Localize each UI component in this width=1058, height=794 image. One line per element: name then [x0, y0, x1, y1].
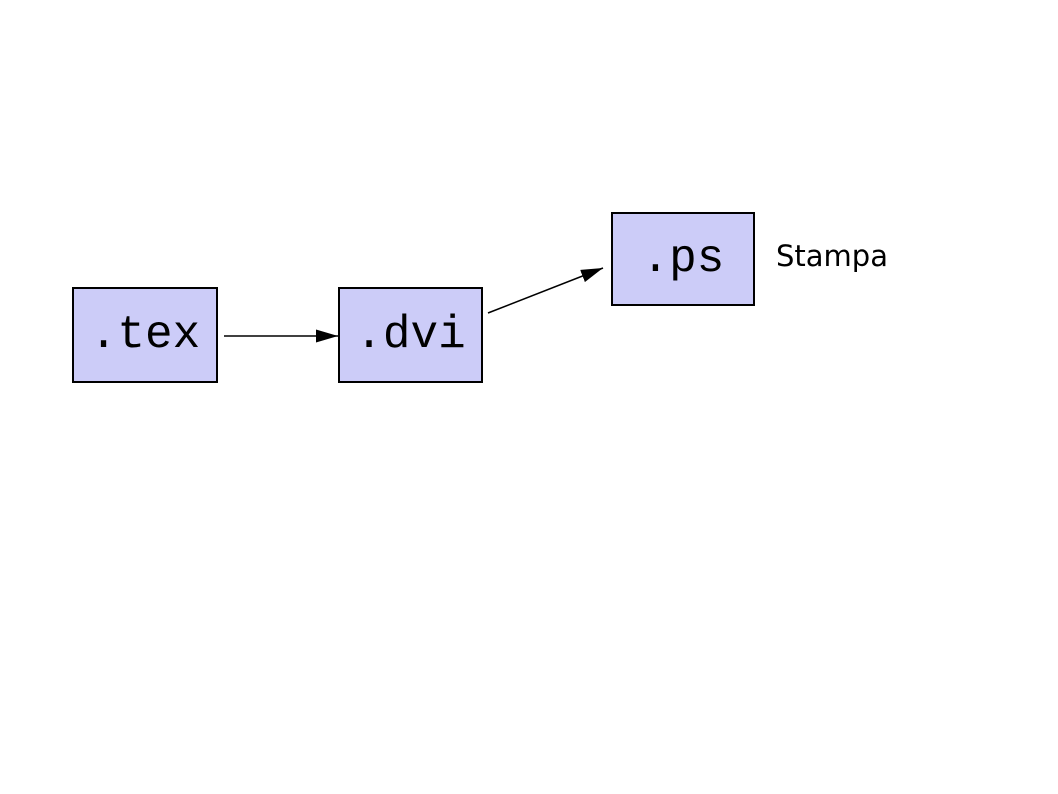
node-tex: .tex: [72, 287, 218, 383]
node-tex-label: .tex: [89, 309, 201, 361]
node-ps: .ps: [611, 212, 755, 306]
stampa-label: Stampa: [776, 239, 888, 273]
node-dvi: .dvi: [338, 287, 483, 383]
node-ps-label: .ps: [641, 233, 725, 285]
node-dvi-label: .dvi: [355, 309, 466, 361]
arrow-dvi-to-ps: [487, 267, 604, 314]
